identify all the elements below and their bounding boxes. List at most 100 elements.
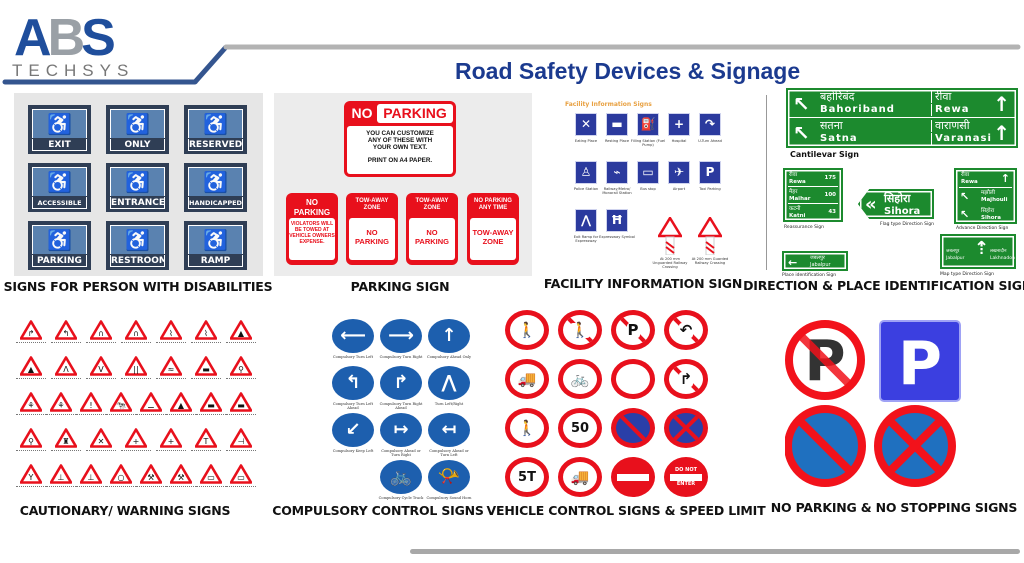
crossing-label: At 200 mm Guarded Railway Crossing: [691, 257, 729, 265]
warning-triangle-sign: ▲: [19, 356, 43, 376]
wheelchair-icon: ♿: [110, 109, 165, 138]
warning-triangle-sign: ⚒: [169, 464, 193, 484]
sign-label: RESERVED: [188, 139, 243, 151]
warning-label-text: [166, 486, 196, 488]
facility-sign-label: Eating Place: [574, 139, 598, 143]
compulsory-sign-icon: ↰: [332, 366, 374, 400]
sign-text: कटनी: [789, 206, 801, 212]
svg-text:♜: ♜: [62, 437, 69, 446]
warning-triangle-sign: ⌇: [159, 320, 183, 340]
map-type-sign: ⇡ जबलपुर Jabalpur लखनादौन Lakhnadon: [940, 234, 1016, 269]
compulsory-sign-icon: 🚲: [380, 460, 422, 494]
warning-label-text: [51, 342, 81, 344]
svg-text:▬: ▬: [202, 365, 210, 374]
svg-text:⌇: ⌇: [204, 329, 208, 338]
sign-text: NO: [351, 105, 373, 121]
warning-triangle-sign: Y: [19, 464, 43, 484]
svg-text:V: V: [98, 365, 104, 374]
compulsory-sign-label: Compulsory Turn Right Ahead: [379, 402, 423, 410]
warning-label-text: [106, 414, 136, 416]
warning-triangle-sign: ⚘: [49, 392, 73, 412]
warning-label-text: [196, 486, 226, 488]
facility-sign-label: Expressway Symbol: [599, 235, 635, 239]
wheelchair-icon: ♿: [110, 225, 165, 254]
flag-label: Flag type Direction Sign: [880, 222, 934, 227]
compulsory-sign-label: Compulsory Sound Horn: [426, 496, 472, 500]
facility-sign-icon: ▭: [637, 161, 659, 184]
sign-text: जबलपुर: [810, 255, 825, 261]
sign-text: रीवा: [961, 172, 970, 178]
warning-triangle-sign: ✕: [89, 428, 113, 448]
svg-text:+: +: [168, 437, 175, 446]
facility-sign-icon: ⋀: [575, 209, 597, 232]
warning-label-text: [166, 414, 196, 416]
warning-triangle-sign: ▬: [194, 356, 218, 376]
company-logo: ABS TECHSYS: [10, 12, 140, 80]
vehicle-control-sign: 🚶: [558, 310, 602, 350]
disability-sign: ♿ACCESSIBLE: [28, 163, 91, 212]
warning-label-text: [46, 486, 76, 488]
svg-text:▭: ▭: [237, 473, 245, 482]
sign-label: ENTRANCE: [110, 197, 165, 209]
warning-label-text: [226, 486, 256, 488]
svg-text:▬: ▬: [237, 401, 245, 410]
compulsory-sign-icon: 📯: [428, 460, 470, 494]
sign-text: DO NOT: [675, 467, 697, 473]
warning-triangle-sign: !: [79, 392, 103, 412]
sign-label: PARKING: [32, 255, 87, 267]
svg-text:∩: ∩: [98, 329, 104, 338]
prohibition-slash: [616, 413, 650, 443]
sign-text: NO PARKING: [293, 198, 331, 217]
vehicle-control-sign: [611, 408, 655, 448]
advance-row: ↑रीवाRewa: [959, 171, 1012, 188]
svg-text:↰: ↰: [63, 329, 70, 338]
advance-direction-sign: ↑रीवाRewa↖मझौलीMajhouli↖सिहोराSihora: [954, 168, 1017, 224]
sign-text: PRINT ON A4 PAPER.: [367, 157, 433, 164]
arrow-up-icon: ↑: [993, 92, 1010, 116]
no-parking-signs-panel: P P: [784, 318, 965, 493]
facility-sign-icon: +: [668, 113, 690, 136]
svg-text:⌇: ⌇: [169, 329, 173, 338]
warning-triangle-sign: ▲: [169, 392, 193, 412]
sign-text: मैहर: [789, 189, 798, 195]
vehicle-control-sign: [664, 408, 708, 448]
sign-text: VIOLATORS WILL BE TOWED AT VEHICLE OWNER…: [289, 218, 335, 260]
warning-label-text: [226, 414, 256, 416]
wheelchair-icon: ♿: [188, 109, 243, 138]
warning-triangle-sign: +: [124, 428, 148, 448]
facility-signs-panel: Facility Information Signs ✕Eating Place…: [553, 97, 738, 272]
reassurance-label: Reassurance Sign: [784, 225, 824, 230]
sign-text: Sihora: [981, 215, 1001, 221]
sign-symbol: 🚲: [569, 369, 591, 388]
warning-triangle-sign: ⊥: [49, 464, 73, 484]
sign-label: RAMP: [188, 255, 243, 267]
sign-text: PARKING: [377, 104, 453, 123]
compulsory-sign-label: Turn Left/Right: [434, 402, 464, 406]
logo-subtitle: TECHSYS: [12, 61, 135, 80]
sign-text: NO PARKING: [409, 218, 455, 260]
svg-text:▲: ▲: [238, 329, 245, 338]
warning-label-text: [156, 450, 186, 452]
sign-text: Jabalpur: [946, 256, 965, 261]
warning-label-text: [226, 342, 256, 344]
panel-divider: [766, 95, 767, 270]
vehicle-control-sign: 🚶: [505, 310, 549, 350]
sign-label: ONLY: [110, 139, 165, 151]
warning-triangle-sign: ⊣: [229, 428, 253, 448]
warning-label-text: [106, 486, 136, 488]
svg-text:○: ○: [118, 473, 125, 482]
vehicle-control-sign: 🚲: [558, 359, 602, 399]
sign-text: Varanasi: [931, 133, 992, 145]
no-entry-bar: [670, 473, 702, 481]
warning-label-text: [86, 378, 116, 380]
facility-sign-label: Taxi Parking: [699, 187, 721, 191]
warning-label-text: [76, 414, 106, 416]
wheelchair-icon: ♿: [32, 167, 87, 196]
